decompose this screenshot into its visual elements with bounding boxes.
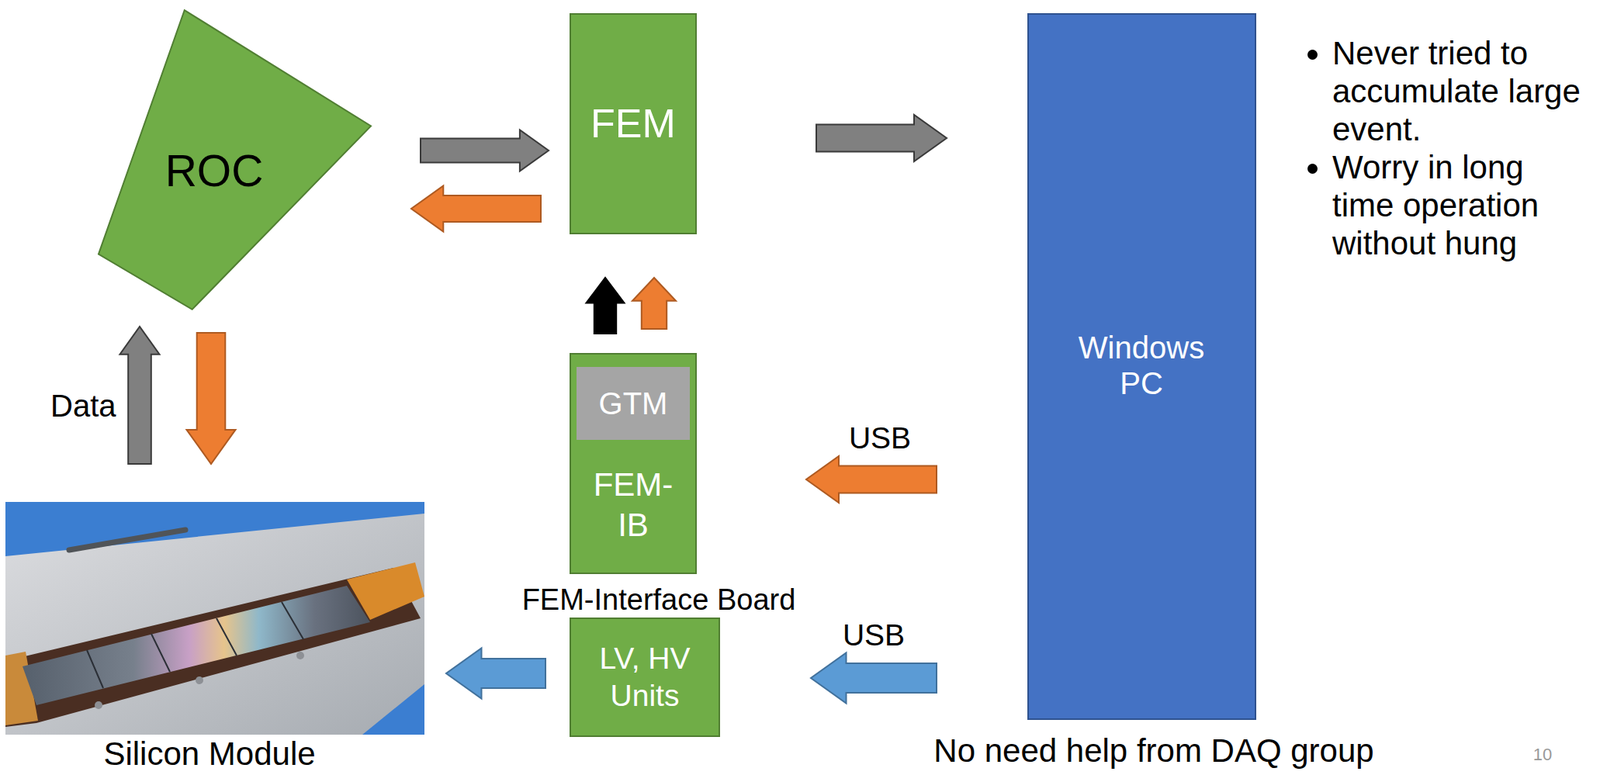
kapton-right <box>346 562 425 620</box>
fem-box: FEM <box>569 13 697 235</box>
gtm-box: GTM <box>576 367 690 440</box>
bullet-item: Worry in long time operation without hun… <box>1332 148 1589 263</box>
screw <box>195 676 204 685</box>
power-unit-box: LV, HV Units <box>569 617 721 738</box>
board-caption: FEM-Interface Board <box>522 585 797 615</box>
bullet-text: Worry in long time operation without hun… <box>1332 148 1539 262</box>
bullet-text: Never tried to accumulate large event. <box>1332 34 1581 148</box>
edge-label: USB <box>842 619 905 651</box>
bullet-list: Never tried to accumulate large event.Wo… <box>1293 34 1589 263</box>
sensor-gaps <box>86 602 304 689</box>
page-number: 10 <box>1533 746 1552 764</box>
note-text: No need help from DAQ group <box>933 734 1374 768</box>
sensor-gap <box>151 633 170 672</box>
node-text: ROC <box>113 145 316 198</box>
edge-label: USB <box>848 422 911 454</box>
aluminium-plate <box>5 513 425 735</box>
interface-board-box: FEM- IB GTM <box>569 353 697 575</box>
photo-background <box>5 502 425 735</box>
node-text: GTM <box>580 385 686 422</box>
block-arrow <box>806 456 937 503</box>
silicon-module: Silicon Module <box>5 502 425 735</box>
block-arrow <box>446 648 546 700</box>
node-text: Windows PC <box>1063 329 1220 402</box>
block-arrow <box>120 326 160 465</box>
screw <box>94 701 103 710</box>
screws <box>94 651 305 710</box>
block-arrow <box>810 653 937 704</box>
sensor-gap <box>216 618 237 656</box>
block-arrow <box>816 114 947 162</box>
node-text: FEM <box>574 100 692 148</box>
pc-box: Windows PC <box>1027 13 1257 721</box>
block-arrow <box>586 277 625 334</box>
node-text: Silicon Module <box>7 737 412 771</box>
module-photo <box>5 502 425 735</box>
sensor-strip <box>22 585 371 706</box>
sensor-gap <box>281 602 304 640</box>
tool <box>69 529 186 551</box>
node-text: FEM- IB <box>578 464 688 546</box>
pentagon-outline <box>98 10 371 310</box>
screw <box>296 651 305 660</box>
sensor-gap <box>86 650 104 689</box>
node-text: LV, HV Units <box>577 640 714 715</box>
block-arrow <box>420 130 549 172</box>
block-arrow <box>411 186 541 233</box>
edge-label: Data <box>50 390 117 422</box>
block-arrow <box>632 277 676 330</box>
bullet-item: Never tried to accumulate large event. <box>1332 34 1589 149</box>
block-arrow <box>187 332 236 465</box>
roc-pentagon: ROC <box>96 8 373 312</box>
